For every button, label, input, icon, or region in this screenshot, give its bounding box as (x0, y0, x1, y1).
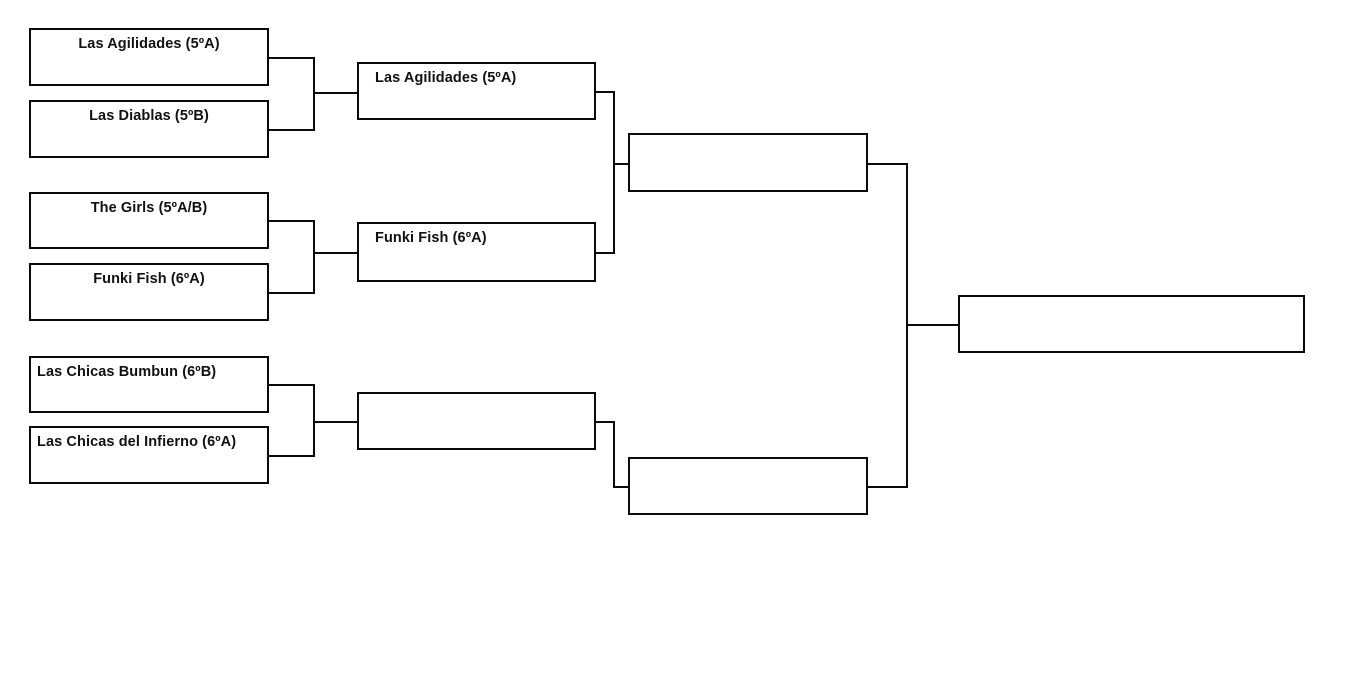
bracket-slot-label: Funki Fish (6ºA) (93, 271, 205, 287)
bracket-slot-empty[interactable] (958, 295, 1305, 353)
bracket-connector-horizontal (613, 163, 630, 165)
bracket-slot-filled[interactable]: Funki Fish (6ºA) (29, 263, 269, 321)
bracket-connector-vertical (313, 220, 315, 294)
bracket-slot-empty[interactable] (628, 133, 868, 192)
bracket-slot-label: Las Diablas (5ºB) (89, 108, 209, 124)
bracket-connector-horizontal (868, 486, 908, 488)
bracket-connector-horizontal (313, 92, 359, 94)
bracket-slot-filled[interactable]: Funki Fish (6ºA) (357, 222, 596, 282)
bracket-connector-horizontal (269, 129, 315, 131)
bracket-connector-vertical (313, 57, 315, 131)
bracket-slot-filled[interactable]: Las Agilidades (5ºA) (29, 28, 269, 86)
bracket-slot-label: Funki Fish (6ºA) (375, 230, 487, 246)
bracket-slot-label: The Girls (5ºA/B) (90, 200, 208, 216)
bracket-connector-horizontal (269, 384, 315, 386)
bracket-slot-filled[interactable]: Las Chicas Bumbun (6ºB) (29, 356, 269, 413)
bracket-connector-vertical (613, 91, 615, 254)
bracket-connector-horizontal (313, 252, 359, 254)
bracket-slot-label: Las Chicas del Infierno (6ºA) (37, 434, 237, 450)
bracket-slot-label: Las Chicas Bumbun (6ºB) (37, 364, 217, 380)
bracket-connector-horizontal (596, 252, 615, 254)
bracket-connector-horizontal (269, 220, 315, 222)
bracket-connector-horizontal (313, 421, 359, 423)
bracket-connector-horizontal (613, 486, 630, 488)
bracket-connector-horizontal (269, 455, 315, 457)
bracket-connector-horizontal (269, 292, 315, 294)
bracket-connector-horizontal (269, 57, 315, 59)
bracket-slot-filled[interactable]: Las Diablas (5ºB) (29, 100, 269, 158)
bracket-slot-empty[interactable] (357, 392, 596, 450)
bracket-slot-filled[interactable]: Las Agilidades (5ºA) (357, 62, 596, 120)
bracket-connector-horizontal (596, 421, 615, 423)
bracket-slot-label: Las Agilidades (5ºA) (78, 36, 220, 52)
bracket-connector-horizontal (596, 91, 615, 93)
bracket-slot-label: Las Agilidades (5ºA) (375, 70, 517, 86)
bracket-connector-vertical (313, 384, 315, 457)
bracket-connector-vertical (613, 421, 615, 488)
bracket-connector-horizontal (868, 163, 908, 165)
bracket-connector-horizontal (906, 324, 960, 326)
bracket-connector-vertical (906, 163, 908, 488)
bracket-slot-empty[interactable] (628, 457, 868, 515)
bracket-slot-filled[interactable]: The Girls (5ºA/B) (29, 192, 269, 249)
bracket-slot-filled[interactable]: Las Chicas del Infierno (6ºA) (29, 426, 269, 484)
